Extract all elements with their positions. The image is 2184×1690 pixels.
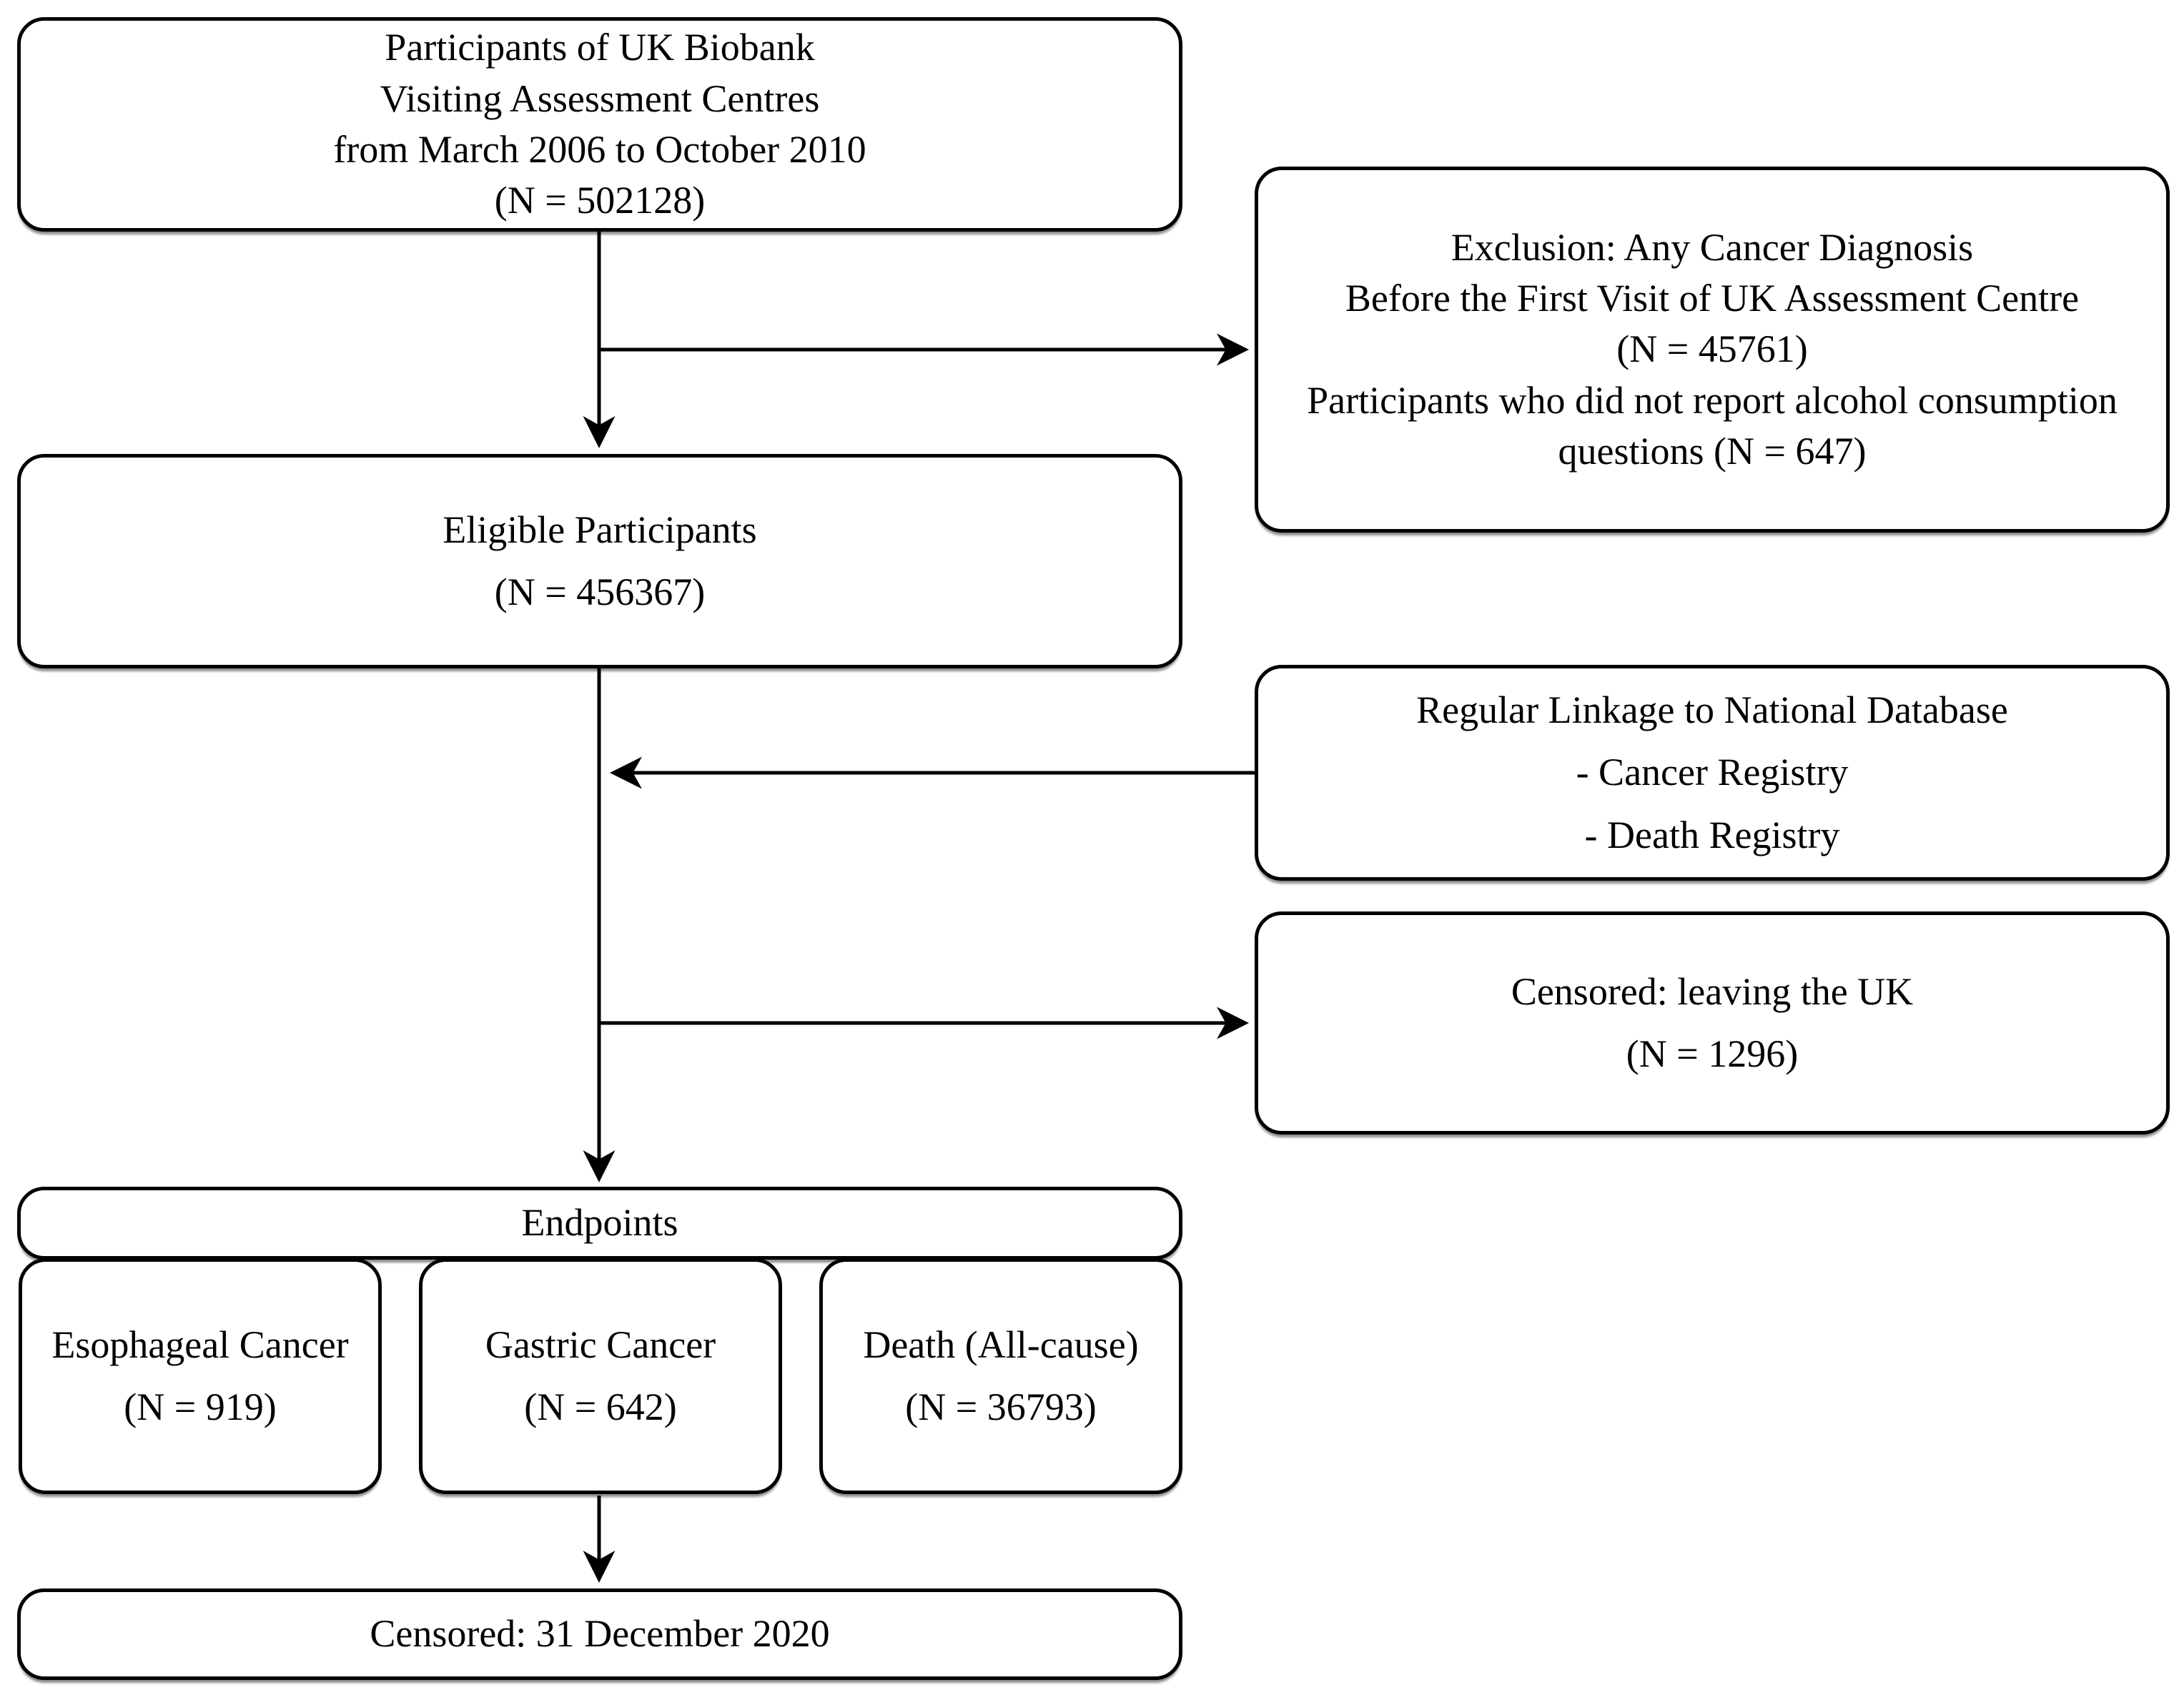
node-censored-2020: Censored: 31 December 2020: [17, 1588, 1182, 1680]
node-death-line-2: (N = 36793): [905, 1385, 1097, 1428]
node-gastric-cancer: Gastric Cancer (N = 642): [419, 1258, 782, 1494]
node-exclusion: Exclusion: Any Cancer Diagnosis Before t…: [1255, 167, 2170, 533]
node-participants-line-3: from March 2006 to October 2010: [333, 128, 866, 171]
node-gastric-line-1: Gastric Cancer: [485, 1323, 716, 1366]
node-endpoints-line-1: Endpoints: [521, 1201, 678, 1245]
node-linkage-line-3: - Death Registry: [1584, 813, 1840, 856]
node-eligible: Eligible Participants (N = 456367): [17, 454, 1182, 668]
node-linkage: Regular Linkage to National Database - C…: [1255, 665, 2170, 881]
node-censored-uk-line-2: (N = 1296): [1626, 1032, 1799, 1075]
node-exclusion-line-2: Before the First Visit of UK Assessment …: [1345, 277, 2080, 320]
node-participants: Participants of UK Biobank Visiting Asse…: [17, 17, 1182, 232]
node-endpoints: Endpoints: [17, 1187, 1182, 1260]
node-eligible-line-1: Eligible Participants: [443, 508, 757, 551]
node-exclusion-line-5: questions (N = 647): [1558, 429, 1867, 473]
node-esophageal-line-2: (N = 919): [124, 1385, 277, 1428]
node-exclusion-line-3: (N = 45761): [1616, 327, 1808, 371]
node-exclusion-line-4: Participants who did not report alcohol …: [1307, 378, 2118, 422]
node-censored-2020-line-1: Censored: 31 December 2020: [370, 1612, 830, 1656]
node-participants-line-1: Participants of UK Biobank: [385, 26, 815, 69]
node-participants-line-2: Visiting Assessment Centres: [380, 76, 820, 120]
node-censored-uk: Censored: leaving the UK (N = 1296): [1255, 911, 2170, 1135]
node-exclusion-line-1: Exclusion: Any Cancer Diagnosis: [1451, 225, 1974, 269]
node-esophageal-line-1: Esophageal Cancer: [51, 1323, 349, 1366]
node-censored-uk-line-1: Censored: leaving the UK: [1511, 969, 1914, 1013]
node-death-line-1: Death (All-cause): [863, 1323, 1139, 1366]
node-death-all-cause: Death (All-cause) (N = 36793): [819, 1258, 1182, 1494]
node-linkage-line-1: Regular Linkage to National Database: [1416, 688, 2008, 731]
node-linkage-line-2: - Cancer Registry: [1576, 751, 1849, 794]
node-eligible-line-2: (N = 456367): [494, 570, 706, 613]
node-esophageal-cancer: Esophageal Cancer (N = 919): [19, 1258, 382, 1494]
node-gastric-line-2: (N = 642): [524, 1385, 677, 1428]
node-participants-line-4: (N = 502128): [494, 179, 706, 222]
